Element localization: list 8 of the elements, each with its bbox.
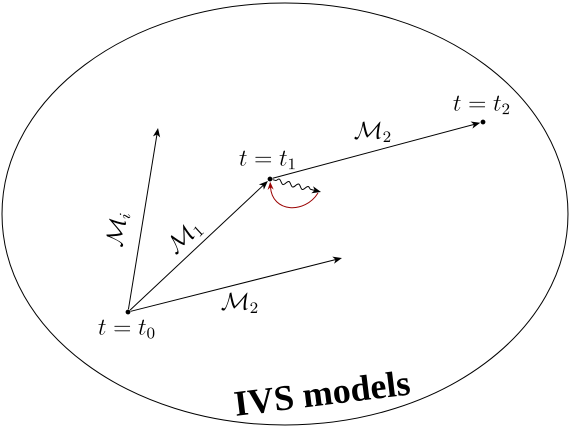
edge-label: $\mathcal{M}_2$	[222, 292, 258, 313]
edge-label: $\mathcal{M}_i$	[106, 213, 130, 247]
time-label: $t = t_0$	[98, 320, 154, 339]
time-label: $t = t_2$	[453, 96, 510, 114]
edge-label: $\mathcal{M}_1$	[170, 224, 204, 254]
time-label: $t = t_1$	[240, 150, 295, 170]
edge-label: $\mathcal{M}_2$	[354, 122, 390, 142]
region-label: IVS models	[234, 372, 410, 416]
